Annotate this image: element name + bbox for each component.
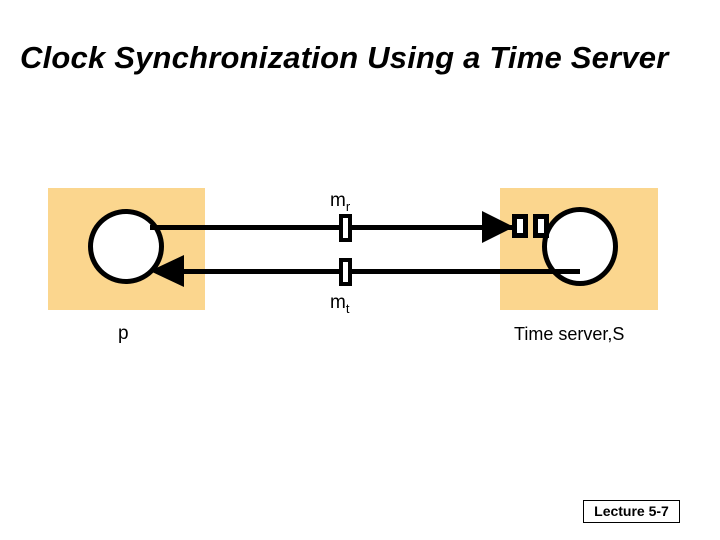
reply-message-marker: [339, 258, 352, 286]
reply-message-label: mt: [330, 292, 349, 316]
request-message-line: [150, 225, 515, 230]
reply-message-label-base: m: [330, 292, 346, 313]
lecture-number-badge: Lecture 5-7: [583, 500, 680, 523]
request-message-label-base: m: [330, 190, 346, 211]
request-message-marker: [339, 214, 352, 242]
server-node-label: Time server,S: [514, 324, 625, 344]
request-message-label: mr: [330, 190, 350, 214]
arrow-right-icon: [482, 211, 514, 243]
reply-message-label-subscript: t: [345, 300, 350, 316]
process-node-label: p: [118, 323, 129, 344]
server-node-circle: [542, 207, 618, 286]
server-queue-slot-2: [533, 214, 549, 238]
arrow-left-icon: [150, 255, 184, 287]
reply-message-line: [165, 269, 580, 274]
request-message-label-subscript: r: [345, 198, 351, 214]
page-title: Clock Synchronization Using a Time Serve…: [20, 40, 669, 75]
